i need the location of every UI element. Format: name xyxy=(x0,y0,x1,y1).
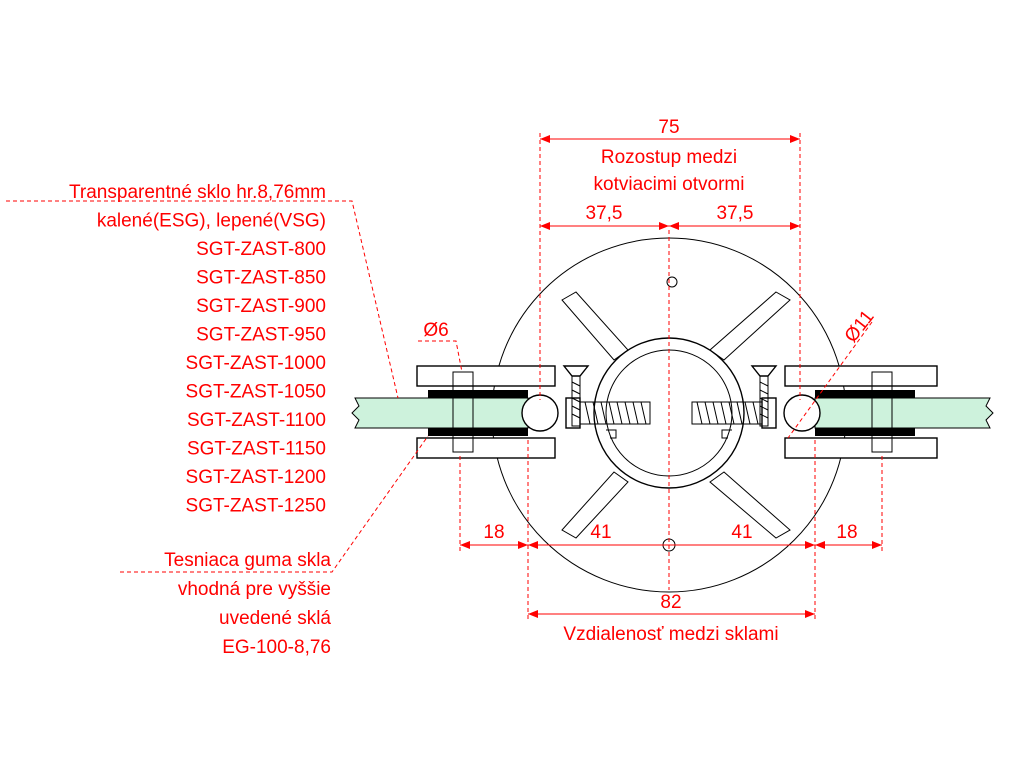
dim-text-disc-diameter: Ø11 xyxy=(841,307,879,347)
gasket-lines-line: EG-100-8,76 xyxy=(222,637,331,658)
anchor-spacing-caption-2: kotviacimi otvormi xyxy=(594,174,745,195)
gasket-lines-line: Tesniaca guma skla xyxy=(164,550,331,571)
dim-text-82: 82 xyxy=(660,592,681,613)
right-clamp-plate-top xyxy=(784,365,938,387)
dim-text-41-left: 41 xyxy=(590,522,611,543)
dimension-annotations: Transparentné sklo hr.8,76mm kalené(ESG),… xyxy=(6,117,883,658)
gasket-label-leader xyxy=(120,435,429,573)
right-clamp-plate-bottom xyxy=(784,437,938,459)
gasket-lines-line: vhodná pre vyššie xyxy=(178,579,331,600)
left-vertical-screw xyxy=(562,365,590,427)
right-gasket-top xyxy=(815,390,915,398)
glass-lines-line: Transparentné sklo hr.8,76mm xyxy=(69,182,326,203)
left-clamp-plate-top xyxy=(416,365,556,387)
right-glass-pane xyxy=(814,397,994,429)
dim-text-18-right: 18 xyxy=(836,522,857,543)
anchor-hole-top xyxy=(666,276,678,288)
arrowheads xyxy=(460,135,882,618)
left-gasket-top xyxy=(428,390,528,398)
glass-specification-label: Transparentné sklo hr.8,76mm kalené(ESG),… xyxy=(69,182,326,517)
left-edge-bumper xyxy=(521,394,559,432)
glass-lines-line: SGT-ZAST-850 xyxy=(196,268,326,289)
rib-bottom-left xyxy=(561,471,629,539)
gasket-specification-label: Tesniaca guma skla vhodná pre vyššie uvede… xyxy=(164,550,331,658)
right-set-screw xyxy=(691,397,777,429)
glass-lines-line: SGT-ZAST-1000 xyxy=(186,353,326,374)
disc-diameter-leader xyxy=(787,321,873,439)
right-bolt-sleeve xyxy=(871,371,893,453)
rib-top-left xyxy=(561,291,629,361)
anchor-spacing-caption-1: Rozostup medzi xyxy=(601,147,737,168)
hole-diameter-leader xyxy=(418,340,463,373)
left-glass-pane xyxy=(351,397,529,429)
glass-lines-line: SGT-ZAST-1150 xyxy=(187,439,326,460)
glass-lines-line: SGT-ZAST-800 xyxy=(196,239,326,260)
rib-top-right xyxy=(709,291,791,361)
right-gasket-bottom xyxy=(815,428,915,436)
tube-slot xyxy=(606,429,732,439)
rib-bottom-right xyxy=(709,471,791,539)
dim-text-18-left: 18 xyxy=(483,522,504,543)
glass-lines-line: SGT-ZAST-1050 xyxy=(186,382,326,403)
glass-lines-line: SGT-ZAST-1100 xyxy=(187,410,326,431)
right-edge-bumper xyxy=(783,394,821,432)
clamp-assembly xyxy=(351,237,994,593)
glass-lines-line: SGT-ZAST-900 xyxy=(196,296,326,317)
glass-lines-line: SGT-ZAST-1200 xyxy=(186,467,326,488)
glass-lines-line: kalené(ESG), lepené(VSG) xyxy=(97,211,326,232)
glass-gap-caption: Vzdialenosť medzi sklami xyxy=(563,624,778,645)
dim-text-37-5-right: 37,5 xyxy=(717,203,754,224)
left-gasket-bottom xyxy=(428,428,528,436)
dim-text-75: 75 xyxy=(658,117,679,138)
dim-text-37-5-left: 37,5 xyxy=(586,203,623,224)
dim-text-41-right: 41 xyxy=(731,522,752,543)
glass-lines-line: SGT-ZAST-950 xyxy=(196,325,326,346)
glass-label-leader xyxy=(6,200,399,399)
left-clamp-plate-bottom xyxy=(416,437,556,459)
glass-lines-line: SGT-ZAST-1250 xyxy=(186,496,326,517)
dim-text-hole-diameter: Ø6 xyxy=(423,320,448,341)
gasket-lines-line: uvedené sklá xyxy=(219,608,331,629)
right-vertical-screw xyxy=(750,365,778,427)
left-bolt-sleeve xyxy=(452,371,474,453)
